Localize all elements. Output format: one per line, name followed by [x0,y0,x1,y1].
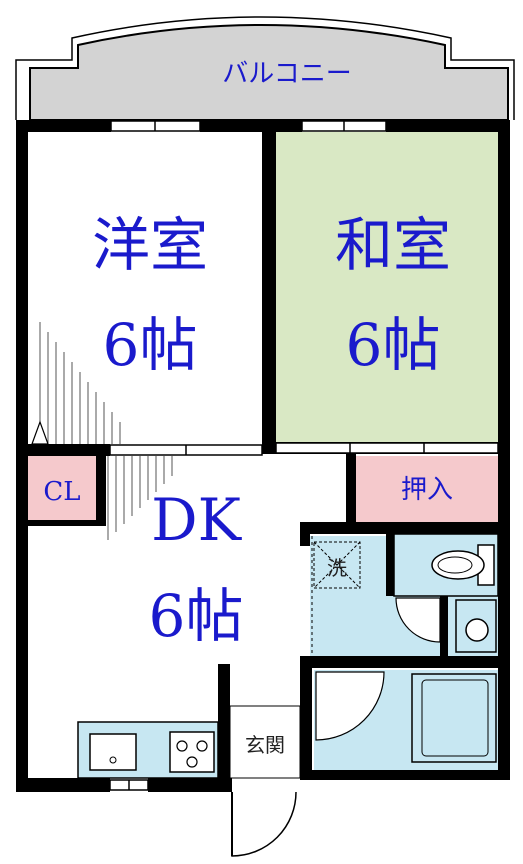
western-room-floor [28,132,262,444]
toilet-icon [431,544,495,586]
sink-icon [89,733,137,771]
wash-basin-icon [455,599,497,653]
japanese-room-floor [276,132,498,442]
washer-pan-diagonal-2 [313,541,361,589]
western-room-name: 洋室 [92,211,208,279]
balcony-windows [110,120,387,132]
kitchen-window [109,779,149,791]
western-room-size: 6帖 [103,311,198,379]
bath-door-swing [315,671,385,741]
entrance-floor [229,705,301,779]
balcony-label: バルコニー [222,59,351,89]
sliding-doors [109,442,499,456]
kitchen-counter [77,721,219,779]
japanese-room-name: 和室 [335,211,451,279]
closet-label: CL [43,477,80,507]
balcony-railing [15,16,515,120]
washer-label: 洗 [327,556,347,580]
toilet-door-swing [395,597,441,643]
entrance-label: 玄関 [245,733,285,757]
dk-name: DK [151,486,243,554]
dk-size: 6帖 [149,582,244,650]
balcony-area [29,24,509,121]
stair-hatching [39,322,173,540]
oshiire-area [356,456,498,522]
exterior-walls [16,120,510,792]
closet-area [28,456,96,522]
japanese-room-size: 6帖 [346,311,441,379]
oshiire-label: 押入 [401,475,453,505]
bathtub-icon [411,673,497,763]
stove-icon [169,731,215,773]
entrance-door-swing [231,791,297,857]
